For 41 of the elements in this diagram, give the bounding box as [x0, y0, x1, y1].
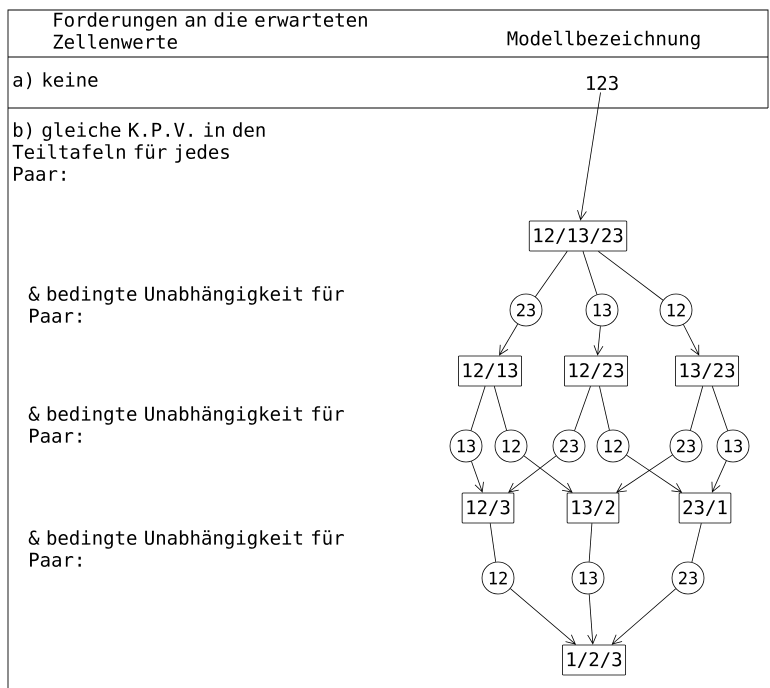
connector-line	[588, 523, 592, 562]
connector-line	[598, 251, 664, 301]
model-box: 12/3	[462, 492, 514, 524]
condition-text: & bedingte Unabhängigkeit für Paar:	[28, 530, 344, 567]
connector-line	[582, 251, 598, 295]
connector-line	[494, 386, 507, 431]
arrow	[587, 594, 598, 645]
connector-line	[690, 386, 704, 431]
arrow	[508, 456, 556, 493]
connector-line	[535, 251, 568, 297]
model-box: 13/2	[566, 492, 620, 524]
model-box: 23/1	[678, 492, 732, 524]
condition-text: & bedingte Unabhängigkeit für Paar:	[28, 406, 344, 443]
arrow	[612, 588, 676, 645]
column-heading: Forderungen an die erwarteten Zellenwerte	[54, 12, 367, 49]
arrow	[524, 456, 573, 493]
arrow	[471, 461, 484, 493]
connector-line	[470, 386, 486, 431]
connector-line	[490, 523, 496, 562]
condition-text: b) gleiche K.P.V. in den Teiltafeln für jedes Paar:	[12, 122, 265, 181]
model-box: 1/2/3	[562, 644, 626, 676]
condition-text: & bedingte Unabhängigkeit für Paar:	[28, 286, 344, 323]
arrow	[626, 454, 682, 493]
arrow	[683, 324, 700, 356]
connector-line	[574, 386, 591, 431]
arrow	[712, 460, 727, 493]
model-label: 123	[587, 76, 618, 90]
column-heading: Modellbezeichnung	[508, 30, 700, 50]
model-box: 12/13	[458, 356, 522, 386]
arrow	[616, 454, 673, 493]
condition-text: a) keine	[13, 72, 98, 90]
connector-line	[691, 523, 702, 562]
connector-line	[712, 386, 728, 431]
model-box: 12/23	[564, 356, 628, 386]
model-box: 13/23	[675, 356, 739, 386]
arrow	[510, 588, 576, 645]
arrow	[594, 326, 604, 356]
connector-line	[599, 386, 610, 430]
arrow	[499, 324, 518, 356]
model-box: 12/13/23	[528, 220, 628, 252]
arrow	[577, 92, 601, 221]
